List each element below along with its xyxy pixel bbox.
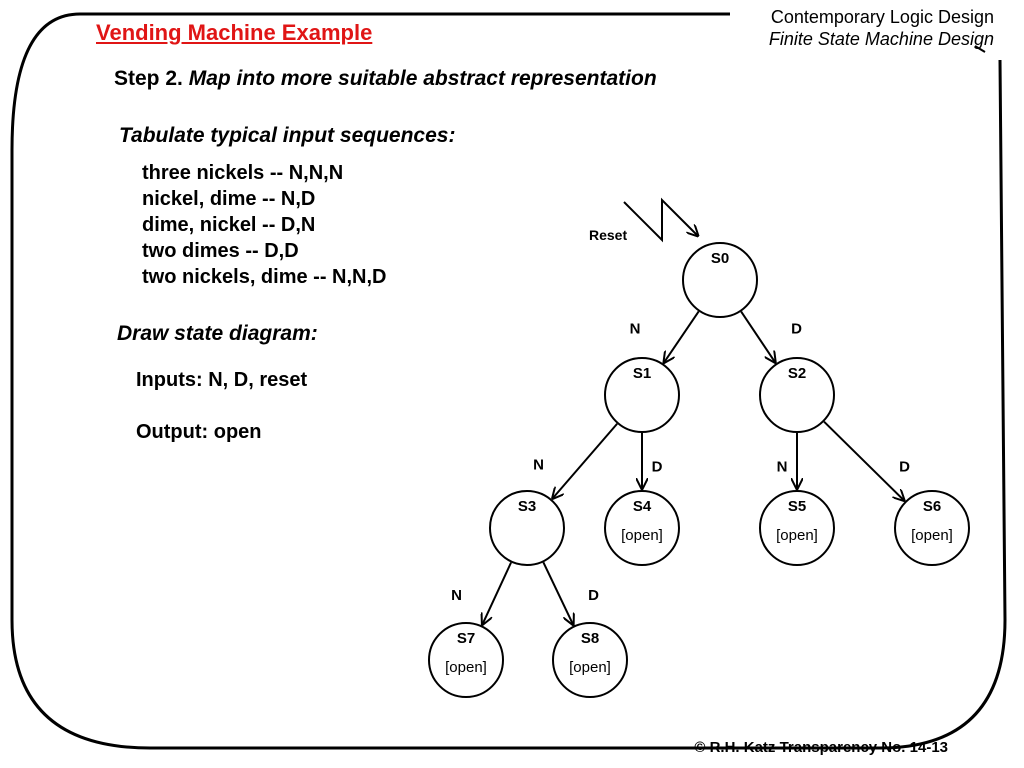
state-output: [open] [911, 527, 953, 544]
state-s8: S8 [open] [552, 622, 628, 698]
state-s0: S0 [682, 242, 758, 318]
transition-label: N [533, 457, 544, 474]
state-circle [604, 490, 680, 566]
transition-s3-s8 [542, 561, 573, 625]
header-chapter: Finite State Machine Design [768, 29, 994, 49]
transition-label: N [630, 321, 641, 338]
state-output: [open] [569, 659, 611, 676]
state-circle [894, 490, 970, 566]
tabulate-heading: Tabulate typical input sequences: [119, 124, 456, 147]
step-text: Map into more suitable abstract represen… [188, 67, 657, 90]
state-name: S1 [633, 365, 651, 382]
state-s1: S1 [604, 357, 680, 433]
state-circle [604, 357, 680, 433]
state-s5: S5 [open] [759, 490, 835, 566]
state-circle [428, 622, 504, 698]
transition-s2-s6 [823, 420, 904, 501]
state-circle [682, 242, 758, 318]
transition-s1-s3 [553, 423, 618, 499]
sequence-list: three nickels -- N,N,N nickel, dime -- N… [142, 160, 386, 290]
sequence-item: nickel, dime -- N,D [142, 188, 316, 210]
state-name: S2 [788, 365, 806, 382]
state-output: [open] [776, 527, 818, 544]
reset-label: Reset [589, 227, 627, 243]
state-name: S6 [923, 498, 941, 515]
step-line: Step 2. Map into more suitable abstract … [114, 67, 657, 91]
output-text: Output: open [136, 421, 262, 443]
state-s6: S6 [open] [894, 490, 970, 566]
sequence-item: two nickels, dime -- N,N,D [142, 266, 387, 288]
sequence-item: dime, nickel -- D,N [142, 214, 316, 236]
state-name: S8 [581, 630, 599, 647]
state-circle [759, 490, 835, 566]
transition-label: D [899, 459, 910, 476]
state-circle [552, 622, 628, 698]
transition-s0-s2 [740, 311, 775, 363]
transition-label: D [652, 459, 663, 476]
state-output: [open] [621, 527, 663, 544]
state-name: S0 [711, 250, 729, 267]
inputs-text: Inputs: N, D, reset [136, 369, 308, 391]
footer-credit: © R.H. Katz Transparency No. 14-13 [694, 739, 948, 756]
state-name: S5 [788, 498, 806, 515]
step-prefix: Step 2. [114, 67, 183, 90]
transition-s0-s1 [664, 310, 700, 362]
state-circle [489, 490, 565, 566]
state-name: S7 [457, 630, 475, 647]
state-s2: S2 [759, 357, 835, 433]
header-course: Contemporary Logic Design [770, 7, 994, 27]
state-s7: S7 [open] [428, 622, 504, 698]
state-name: S3 [518, 498, 536, 515]
reset-arrow: Reset [589, 197, 698, 243]
draw-heading: Draw state diagram: [117, 322, 318, 345]
state-output: [open] [445, 659, 487, 676]
state-circle [759, 357, 835, 433]
transition-s3-s7 [482, 562, 512, 624]
sequence-item: three nickels -- N,N,N [142, 162, 344, 184]
transition-label: D [791, 321, 802, 338]
transition-label: D [588, 587, 599, 604]
sequence-item: two dimes -- D,D [142, 240, 299, 262]
state-name: S4 [633, 498, 652, 515]
state-s4: S4 [open] [604, 490, 680, 566]
transition-label: N [777, 459, 788, 476]
slide-title: Vending Machine Example [96, 20, 373, 45]
state-s3: S3 [489, 490, 565, 566]
transition-label: N [451, 587, 462, 604]
